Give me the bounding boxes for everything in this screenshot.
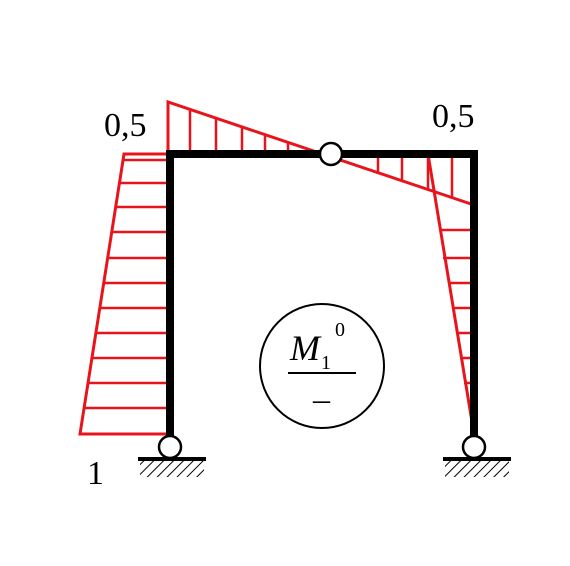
label-left-bottom: 1 <box>87 455 104 492</box>
left-support <box>138 457 206 477</box>
diagram-legend: M 1 0 – <box>259 303 385 429</box>
legend-symbol: M <box>289 328 322 368</box>
legend-subscript: 1 <box>321 352 331 374</box>
left-base-hinge <box>157 434 183 460</box>
right-support <box>443 457 511 477</box>
legend-superscript: 0 <box>335 319 345 341</box>
label-right-top: 0,5 <box>432 98 475 135</box>
moment-diagram-left-column <box>78 152 170 436</box>
label-left-top: 0,5 <box>104 107 147 144</box>
right-base-hinge <box>461 434 487 460</box>
legend-denominator: – <box>312 381 331 418</box>
top-hinge <box>318 141 344 167</box>
moment-diagram-beam <box>166 99 475 207</box>
